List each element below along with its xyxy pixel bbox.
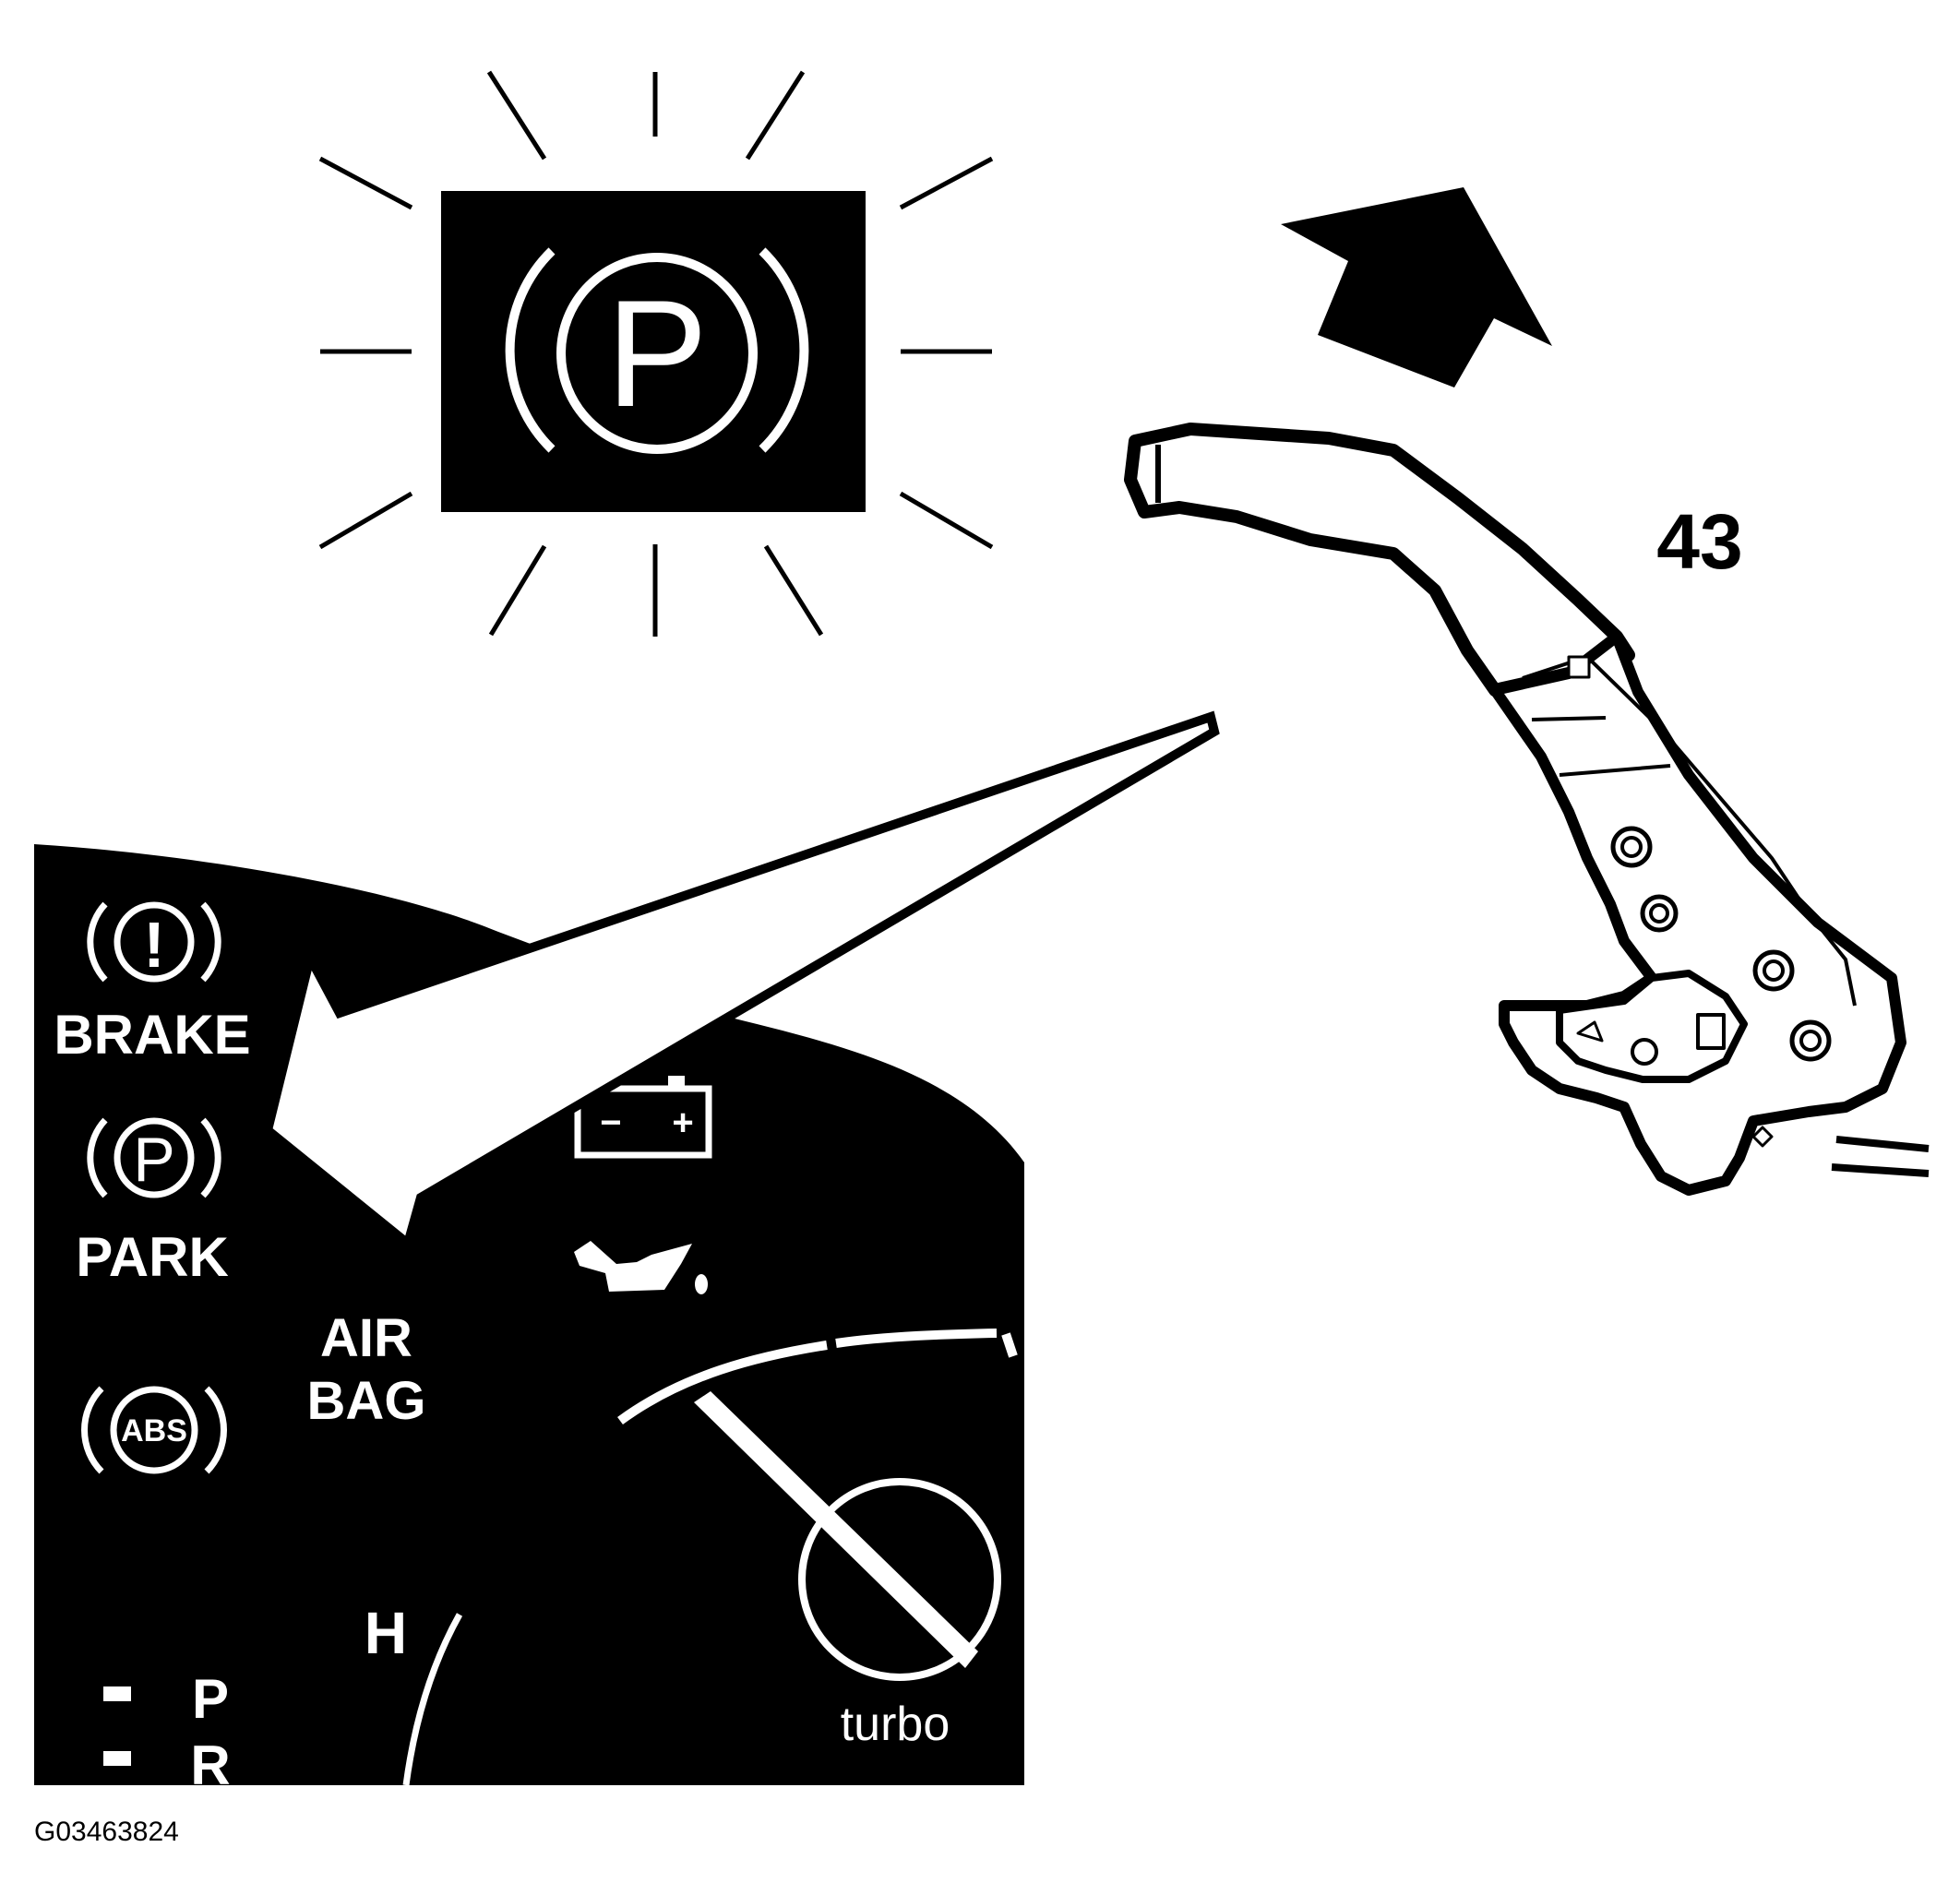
airbag-label-line1: AIR	[320, 1308, 412, 1368]
oil-pressure-icon	[574, 1241, 708, 1294]
park-symbol: P	[133, 1125, 174, 1195]
brake-warning-icon: !	[87, 901, 221, 983]
park-brake-warning-icon: P	[87, 1117, 221, 1198]
gear-p-label: P	[192, 1668, 229, 1730]
battery-minus: −	[600, 1102, 621, 1143]
park-symbol-enlarged: P	[606, 268, 708, 438]
flash-rays	[318, 70, 994, 637]
gear-r-marker	[103, 1751, 131, 1766]
gauge-needle	[694, 1391, 978, 1668]
temp-hot-label: H	[365, 1600, 407, 1666]
pointer-arrow	[262, 710, 1220, 1252]
brake-label: BRAKE	[54, 1004, 250, 1066]
turbo-gauge: turbo	[694, 1391, 1001, 1751]
temp-gauge-arc	[402, 1613, 463, 1786]
battery-icon: − +	[574, 1076, 712, 1159]
battery-plus: +	[672, 1102, 693, 1143]
abs-label: ABS	[121, 1413, 187, 1448]
parking-brake-lever	[1124, 423, 1930, 1196]
park-label: PARK	[76, 1226, 229, 1288]
gauge-arc	[617, 1329, 1018, 1425]
up-arrow-icon	[1281, 187, 1552, 387]
airbag-label-line2: BAG	[307, 1371, 426, 1431]
turbo-label: turbo	[841, 1698, 950, 1751]
figure-id: G03463824	[34, 1817, 179, 1847]
callout-number: 43	[1656, 498, 1742, 585]
brake-symbol: !	[143, 909, 164, 981]
abs-warning-icon: ABS	[81, 1386, 227, 1474]
gear-p-marker	[103, 1686, 131, 1701]
gear-r-label: R	[190, 1734, 230, 1796]
park-brake-warning-icon-enlarged: P	[441, 191, 866, 512]
